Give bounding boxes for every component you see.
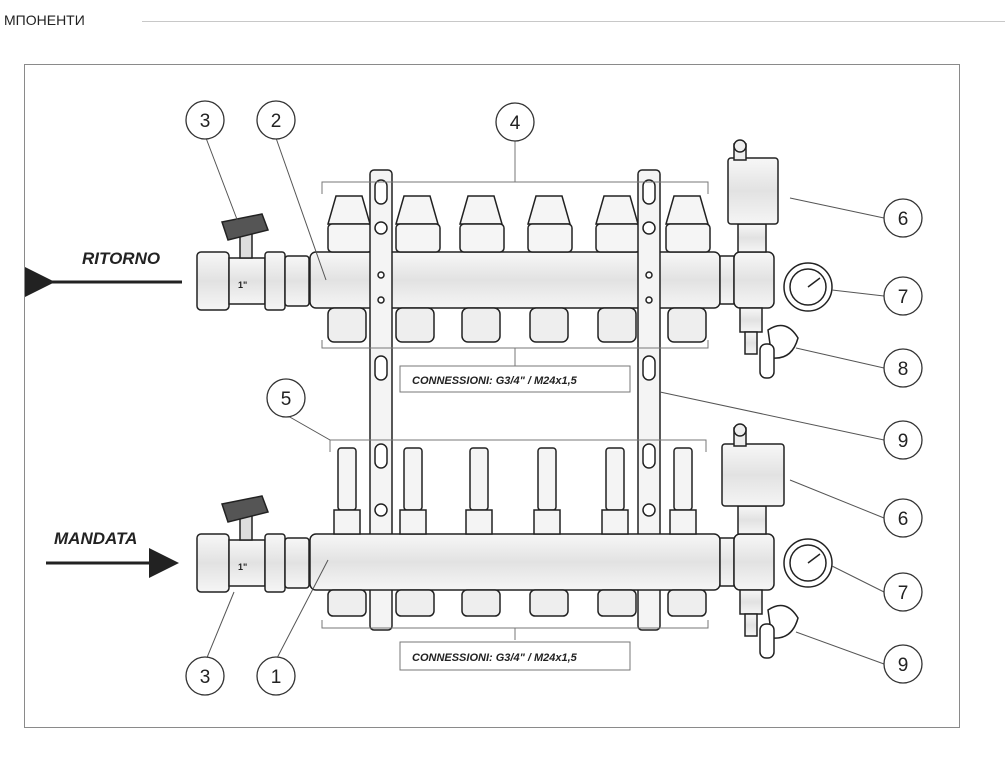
connection-label-bottom: CONNESSIONI: G3/4" / M24x1,5 [412,652,578,664]
callout-6-bottom: 6 [883,498,923,538]
callout-9-mid: 9 [883,420,923,460]
end-piece-top [733,223,775,355]
flow-meters [333,447,697,535]
diagram-frame [24,64,960,728]
ritorno-arrow: RITORNO [24,249,182,297]
end-piece-bottom [733,505,775,637]
svg-text:7: 7 [898,287,909,308]
flow-bar [309,533,721,591]
section-title: МПОНЕНТИ [4,12,85,28]
outlet-nuts-top [327,307,707,343]
connection-box-bottom: CONNESSIONI: G3/4" / M24x1,5 [399,641,631,671]
svg-text:3: 3 [200,111,211,132]
flow-manifold: 1" [196,423,833,659]
svg-text:9: 9 [898,431,909,452]
ball-valve-marking-bottom: 1" [238,562,247,572]
callout-4: 4 [495,102,535,142]
return-manifold: 1" [196,139,833,379]
callout-3-bottom: 3 [185,656,225,696]
svg-text:6: 6 [898,509,909,530]
ball-valve-top: 1" [196,213,310,311]
mandata-arrow: MANDATA [46,529,179,578]
svg-text:1: 1 [271,667,282,688]
callout-3-top: 3 [185,100,225,140]
svg-text:6: 6 [898,209,909,230]
svg-text:5: 5 [281,389,292,410]
connection-box-top: CONNESSIONI: G3/4" / M24x1,5 [399,365,631,393]
callout-5: 5 [266,378,306,418]
svg-text:4: 4 [510,113,521,134]
svg-text:3: 3 [200,667,211,688]
drain-valve-bottom [759,604,799,659]
dimension-braces [321,140,709,640]
callout-6-top: 6 [883,198,923,238]
callout-7-top: 7 [883,276,923,316]
svg-text:9: 9 [898,655,909,676]
callout-2: 2 [256,100,296,140]
mandata-label: MANDATA [54,529,137,548]
svg-text:7: 7 [898,583,909,604]
connection-label-top: CONNESSIONI: G3/4" / M24x1,5 [412,375,578,387]
section-divider [142,21,1005,22]
outlet-nuts-bottom [327,589,707,617]
callout-1: 1 [256,656,296,696]
callout-8: 8 [883,348,923,388]
pressure-gauge-bottom [783,538,833,588]
ball-valve-marking-top: 1" [238,280,247,290]
callout-7-bottom: 7 [883,572,923,612]
svg-text:8: 8 [898,359,909,380]
ball-valve-bottom: 1" [196,495,310,593]
regulating-caps [327,195,711,253]
callout-9-bottom: 9 [883,644,923,684]
svg-text:2: 2 [271,111,282,132]
ritorno-label: RITORNO [82,249,160,268]
air-vent-top [727,139,779,225]
air-vent-bottom [721,423,785,507]
pressure-gauge-top [783,262,833,312]
leader-lines [205,137,885,665]
drain-valve-top [759,324,799,379]
